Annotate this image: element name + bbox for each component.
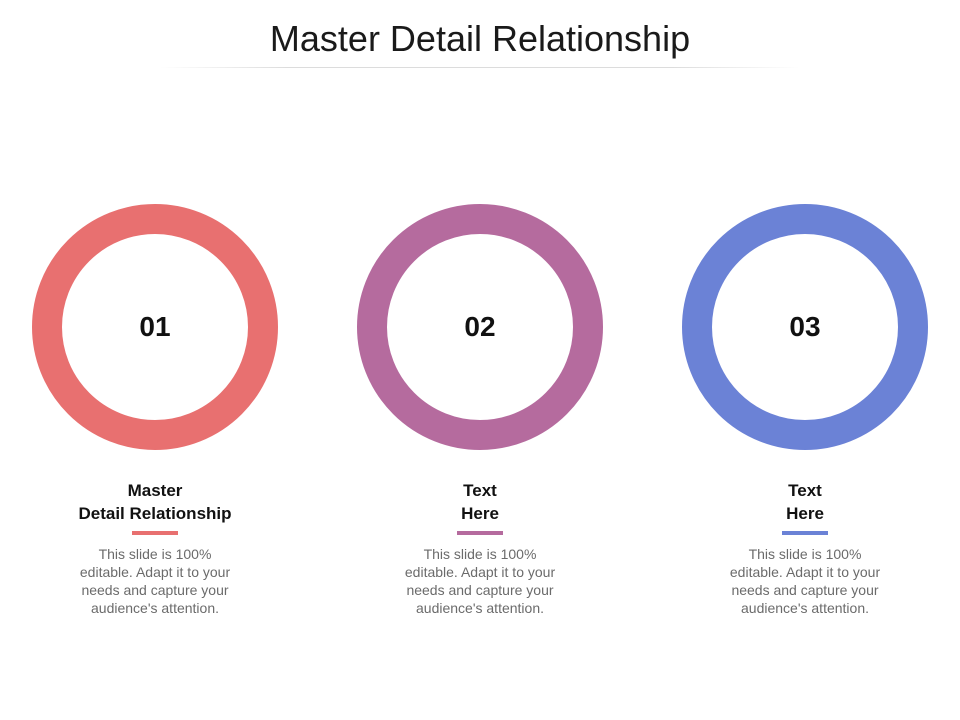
step-underline xyxy=(782,531,828,535)
step-underline xyxy=(132,531,178,535)
step-heading: Text Here xyxy=(350,479,610,525)
step-number: 02 xyxy=(464,311,496,342)
step-heading-line-2: Here xyxy=(461,504,499,523)
step-heading-line-1: Text xyxy=(788,481,822,500)
step-heading: Master Detail Relationship xyxy=(25,479,285,525)
step-number: 03 xyxy=(789,311,821,342)
slide-title: Master Detail Relationship xyxy=(269,18,691,59)
step-description: This slide is 100% editable. Adapt it to… xyxy=(404,546,556,616)
step-heading: Text Here xyxy=(675,479,935,525)
step-underline xyxy=(457,531,503,535)
title-divider xyxy=(160,67,800,68)
step-description: This slide is 100% editable. Adapt it to… xyxy=(79,546,231,616)
step-number: 01 xyxy=(139,311,171,342)
step-description: This slide is 100% editable. Adapt it to… xyxy=(729,546,881,616)
step-heading-line-2: Detail Relationship xyxy=(78,504,232,523)
step-heading-line-1: Master xyxy=(127,481,183,500)
step-heading-line-2: Here xyxy=(786,504,824,523)
step-heading-line-1: Text xyxy=(463,481,497,500)
